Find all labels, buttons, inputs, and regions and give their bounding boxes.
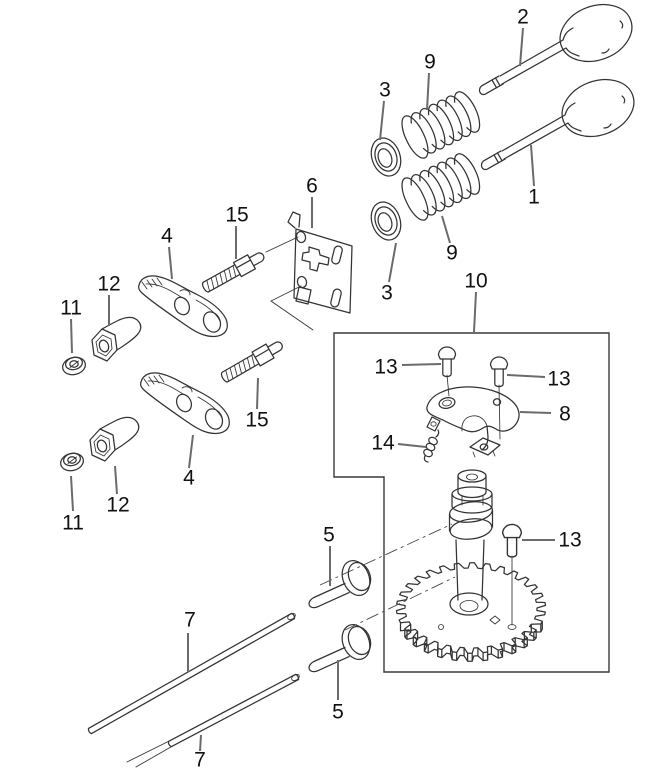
center-lines <box>319 523 456 631</box>
part-15-stud-upper <box>199 247 268 296</box>
part-6-guide-plate <box>287 211 353 314</box>
part-12-pivot-nut-upper <box>91 316 142 362</box>
part-10-assembly-box <box>333 332 610 673</box>
callout-valve-2: 2 <box>517 5 529 29</box>
callout-pushrod-7a: 7 <box>184 608 196 632</box>
callout-spring-9b: 9 <box>446 241 458 265</box>
part-1-valve <box>480 68 643 171</box>
callout-nut-11a: 11 <box>60 296 82 320</box>
callout-rocker-4a: 4 <box>161 224 173 248</box>
callout-bolt-13a: 13 <box>374 355 398 379</box>
callout-seal-3a: 3 <box>379 78 391 102</box>
callout-spring-9a: 9 <box>424 50 436 74</box>
part-13-bolt-right <box>489 356 509 440</box>
part-7-push-rod-lower <box>126 673 300 768</box>
callout-plate-6: 6 <box>306 174 318 198</box>
part-4-rocker-arm-lower <box>140 372 230 435</box>
callout-pushrod-7b: 7 <box>194 748 206 772</box>
part-11-flange-nut-upper <box>60 354 88 378</box>
part-12-pivot-nut-lower <box>89 416 140 462</box>
callout-rocker-4b: 4 <box>183 466 195 490</box>
part-5-tappet-lower <box>308 619 376 673</box>
camshaft-assembly <box>395 469 547 662</box>
callout-pivot-12a: 12 <box>97 272 121 296</box>
part-9-valve-spring-upper <box>401 91 481 159</box>
part-8-bracket-plate <box>426 386 520 458</box>
callout-pivot-12b: 12 <box>106 493 130 517</box>
assembly-projection-lines <box>265 236 314 331</box>
callout-plate-8: 8 <box>559 402 571 426</box>
callout-spring-14: 14 <box>371 431 395 455</box>
part-13-bolt-left <box>437 346 457 397</box>
part-13-bolt-camshaft <box>501 523 523 630</box>
callout-tappet-5a: 5 <box>323 523 335 547</box>
callout-stud-15a: 15 <box>225 203 249 227</box>
part-9-valve-spring-lower <box>401 153 481 221</box>
part-14-spring <box>423 429 440 463</box>
callout-stud-15b: 15 <box>245 408 269 432</box>
part-3-valve-seal-upper <box>370 137 402 177</box>
callout-assembly-10: 10 <box>464 269 488 293</box>
part-3-valve-seal-lower <box>370 201 402 241</box>
part-7-push-rod-upper <box>87 612 296 735</box>
callout-seal-3b: 3 <box>381 281 393 305</box>
leader-lines <box>70 27 555 752</box>
part-15-stud-lower <box>218 336 287 386</box>
part-4-rocker-arm-upper <box>138 275 228 338</box>
callout-valve-1: 1 <box>528 185 540 209</box>
callout-bolt-13b: 13 <box>547 367 571 391</box>
callout-nut-11b: 11 <box>62 511 84 535</box>
part-11-flange-nut-lower <box>58 450 86 474</box>
callout-bolt-13c: 13 <box>558 528 582 552</box>
callout-tappet-5b: 5 <box>332 700 344 724</box>
